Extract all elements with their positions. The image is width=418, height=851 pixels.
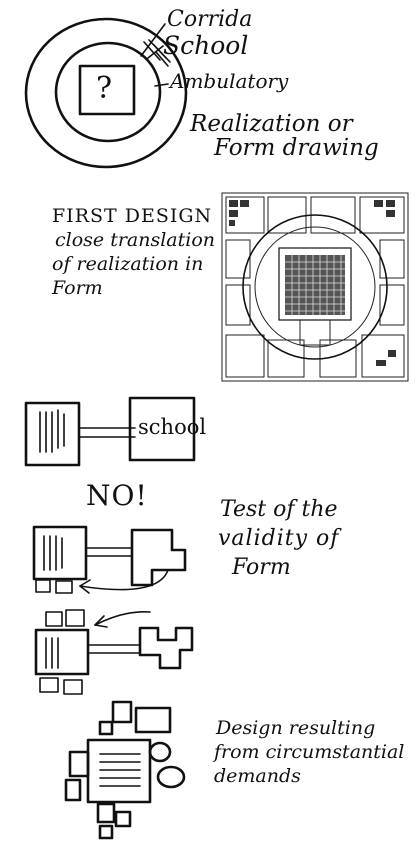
final-round-a <box>148 741 172 763</box>
label-ambulatory: Ambulatory <box>170 69 289 93</box>
curved-arrow-head <box>79 579 91 594</box>
test-diagram-one <box>24 396 196 467</box>
final-design <box>64 700 186 840</box>
caption-final-line3: demands <box>214 765 301 787</box>
caption-test-line3: Form <box>232 555 291 580</box>
caption-first-design-line2: close translation <box>55 229 216 251</box>
square-hatching-3 <box>45 637 59 669</box>
caption-test-line1: Test of the <box>220 497 338 522</box>
first-design-plan <box>221 192 409 382</box>
curved-arrow <box>79 569 169 591</box>
caption-first-design-line1: FIRST DESIGN <box>52 205 213 227</box>
corner-detail-blocks <box>229 200 396 366</box>
label-no: NO! <box>86 479 148 512</box>
arrow-up-head <box>94 615 108 628</box>
final-block-bottom <box>96 802 116 824</box>
final-block-b <box>134 706 172 734</box>
block-bottom-right <box>63 679 83 695</box>
small-block-a <box>35 579 51 593</box>
arrow-up-curve <box>94 610 151 626</box>
center-question-mark: ? <box>96 71 113 106</box>
plan-grid-lines <box>285 255 345 315</box>
caption-final-line1: Design resulting <box>216 717 376 739</box>
connector-corridor-3 <box>87 644 141 654</box>
square-building-3 <box>34 628 90 676</box>
square-building <box>24 401 81 467</box>
caption-test-line2: validity of <box>218 526 340 551</box>
plan-ring-outer <box>242 214 388 360</box>
hatched-segment <box>143 39 171 67</box>
connector-corridor <box>78 427 136 438</box>
final-block-bottom-2 <box>114 810 132 828</box>
plan-frame <box>221 192 409 382</box>
final-block-left <box>68 750 90 778</box>
plan-entrance <box>299 320 331 346</box>
label-leader-corrida <box>140 23 166 57</box>
test-diagram-two <box>32 525 187 594</box>
plan-ring-inner <box>254 226 376 348</box>
block-bottom-left <box>39 677 59 693</box>
caption-final-line2: from circumstantial <box>214 741 405 763</box>
plan-grid-dense <box>285 255 345 315</box>
realization-diagram <box>24 17 188 169</box>
final-block-c <box>98 720 114 736</box>
center-square <box>78 64 136 116</box>
square-hatching <box>39 409 65 453</box>
school-shape-2 <box>130 528 187 587</box>
small-block-b <box>55 580 73 594</box>
caption-realization-line2: Form drawing <box>214 135 379 161</box>
label-corrida: Corrida <box>167 7 253 32</box>
test-diagram-three <box>34 609 194 695</box>
square-hatching-2 <box>43 535 63 571</box>
school-building <box>128 396 196 462</box>
block-top-left <box>45 611 63 627</box>
final-hall-lines <box>99 753 141 787</box>
final-block-a <box>111 700 133 724</box>
label-leader-ambulatory <box>154 83 169 87</box>
inner-ring <box>54 41 162 143</box>
label-school-box: school <box>138 415 207 439</box>
final-block-bottom-3 <box>98 824 114 840</box>
square-building-2 <box>32 525 88 581</box>
label-school: School <box>163 31 249 60</box>
connector-corridor-2 <box>85 547 133 557</box>
caption-first-design-line4: Form <box>52 277 103 299</box>
caption-realization-line1: Realization or <box>190 111 353 137</box>
final-hall <box>86 738 152 804</box>
label-leader-school <box>147 45 164 59</box>
block-top-right <box>65 609 85 627</box>
outer-ring <box>24 17 188 169</box>
school-shape-3 <box>138 626 194 670</box>
caption-first-design-line3: of realization in <box>52 253 204 275</box>
final-round-b <box>156 765 186 789</box>
final-block-left-2 <box>64 778 82 802</box>
